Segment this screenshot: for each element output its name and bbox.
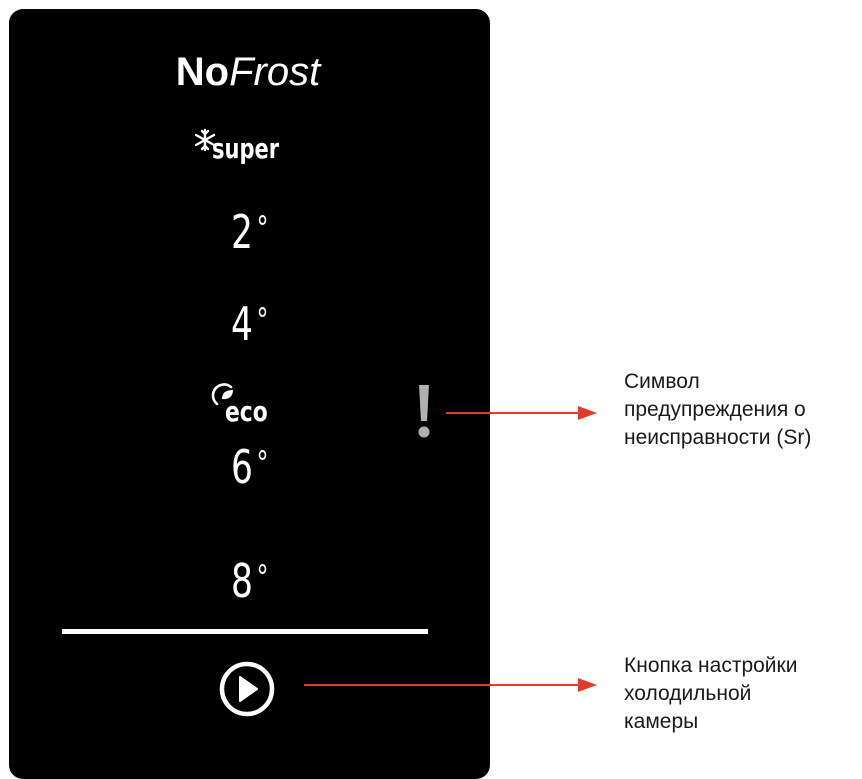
degree-symbol: °	[256, 558, 269, 596]
eco-label: eco	[225, 395, 268, 428]
temp-value: 2	[231, 205, 253, 259]
degree-symbol: °	[256, 301, 269, 339]
temp-setting-6: 6°	[231, 441, 284, 493]
button-callout-text: Кнопка настройки холодильной камеры	[624, 652, 797, 736]
callout-line: Кнопка настройки	[624, 654, 798, 677]
callout-line: Символ	[624, 370, 700, 393]
warning-callout-text: Символ предупреждения о неисправности (S…	[624, 368, 811, 452]
button-callout-arrow	[304, 678, 597, 692]
warning-exclamation-icon	[418, 385, 430, 438]
callout-line: камеры	[624, 710, 699, 733]
temp-setting-2: 2°	[231, 206, 284, 258]
degree-symbol: °	[256, 209, 269, 247]
callout-line: холодильной	[624, 682, 752, 705]
eco-leaf-icon	[211, 383, 233, 406]
super-mode-indicator: super	[194, 126, 314, 176]
super-label: super	[212, 132, 280, 165]
temp-value: 6	[231, 440, 253, 494]
eco-mode-indicator: eco	[211, 383, 301, 435]
control-panel	[9, 9, 490, 779]
warning-callout-arrow	[446, 406, 597, 420]
play-button-icon[interactable]	[218, 660, 276, 718]
degree-symbol: °	[256, 444, 269, 482]
callout-line: неисправности (Sr)	[624, 426, 812, 449]
snowflake-icon	[194, 128, 216, 152]
brand-no: No	[175, 50, 230, 94]
temp-value: 4	[231, 297, 253, 351]
temp-setting-4: 4°	[231, 298, 284, 350]
brand-frost: Frost	[229, 50, 321, 94]
temp-value: 8	[231, 554, 253, 608]
callout-line: предупреждения о	[624, 398, 806, 421]
divider-line	[62, 629, 428, 634]
brand-logo: NoFrost	[0, 48, 496, 96]
temp-setting-8: 8°	[231, 555, 284, 607]
